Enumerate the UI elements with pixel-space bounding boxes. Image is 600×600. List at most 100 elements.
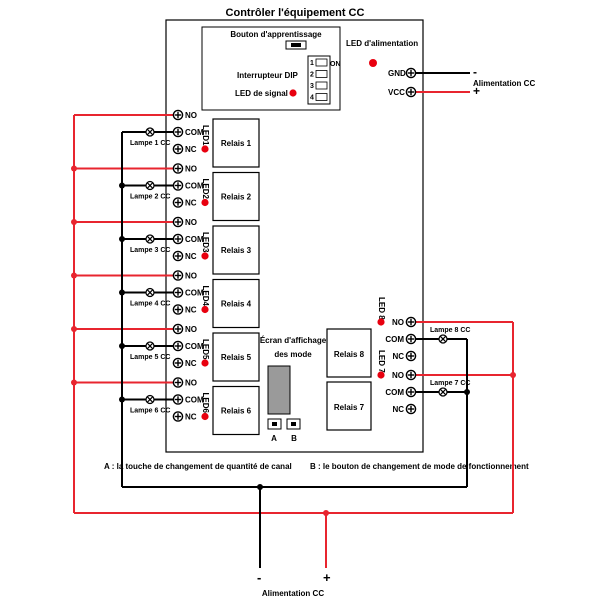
lamp-icon (145, 234, 155, 244)
dip-switch-toggle (315, 70, 328, 78)
caption-a: A : la touche de changement de quantité … (104, 462, 292, 471)
lamp-label: Lampe 4 CC (130, 301, 170, 308)
power-led-label: LED d'alimentation (346, 39, 418, 48)
lamp-icon (145, 180, 155, 191)
diagram-title: Contrôler l'équipement CC (226, 7, 365, 19)
power-led (369, 59, 377, 67)
com-label: COM (185, 342, 204, 351)
com-terminal (405, 333, 417, 345)
nc-label: NC (185, 252, 197, 261)
com-terminal (172, 180, 184, 191)
relay-led (201, 198, 209, 207)
led-label: LED3 (201, 232, 210, 253)
relay-label: Relais 5 (221, 353, 252, 362)
lamp-label: Lampe 2 CC (130, 194, 170, 201)
nc-label: NC (185, 145, 197, 154)
no-label: NO (185, 111, 197, 120)
power-supply-label-right: Alimentation CC (473, 79, 535, 88)
relay-label: Relais 2 (221, 193, 252, 202)
relay-box (326, 328, 372, 378)
power-supply-label-bottom: Alimentation CC (262, 589, 324, 598)
nc-terminal (172, 304, 184, 315)
led-label: LED2 (201, 179, 210, 200)
lamp-icon (145, 127, 155, 137)
nc-label: NC (392, 405, 404, 414)
nc-label: NC (185, 359, 197, 368)
no-label: NO (185, 325, 197, 334)
dip-number: 2 (310, 72, 314, 79)
no-label: NO (185, 165, 197, 174)
no-terminal (172, 377, 184, 388)
learn-button-knob (291, 43, 301, 47)
no-terminal (172, 109, 184, 121)
dip-switch-toggle (315, 58, 328, 67)
relay-led (201, 252, 209, 260)
com-label: COM (385, 335, 404, 344)
com-terminal (172, 287, 184, 298)
no-label: NO (185, 218, 197, 227)
gnd-label: GND (388, 69, 406, 78)
lamp-label: Lampe 3 CC (130, 247, 170, 254)
vcc-label: VCC (388, 88, 405, 97)
no-terminal (405, 369, 417, 381)
signal-led-label: LED de signal (235, 89, 288, 98)
com-label: COM (185, 128, 204, 137)
dip-number: 3 (310, 83, 314, 90)
relay-led (201, 145, 209, 153)
signal-led (289, 89, 297, 97)
lamp-cross-b (146, 182, 154, 189)
lamp-cross-b (439, 388, 447, 396)
dip-on-label: ON (330, 61, 341, 68)
no-label: NO (185, 272, 197, 281)
lamp-cross-b (146, 342, 154, 350)
lamp-cross-b (146, 289, 154, 296)
display-label-line1: Écran d'affichage (260, 336, 327, 345)
lamp-icon (145, 287, 155, 298)
com-label: COM (385, 388, 404, 397)
relay-box (212, 278, 260, 329)
button-b-knob (291, 422, 296, 426)
no-terminal (172, 216, 184, 228)
lamp-label: Lampe 5 CC (130, 354, 170, 361)
no-terminal (172, 323, 184, 335)
lamp-label: Lampe 6 CC (130, 408, 170, 415)
dip-switch-label: Interrupteur DIP (237, 71, 299, 80)
com-label: COM (185, 396, 204, 405)
relay-box (212, 332, 260, 382)
com-label: COM (185, 289, 204, 298)
lamp-cross-b (146, 396, 154, 403)
supply-minus-sign: - (473, 65, 477, 79)
no-label: NO (392, 371, 404, 380)
relay-led (377, 318, 385, 326)
no-terminal (172, 163, 184, 174)
mode-display (267, 365, 291, 415)
button-a-label: A (271, 434, 277, 443)
relay-led (201, 305, 209, 314)
relay-label: Relais 6 (221, 407, 252, 416)
com-label: COM (185, 235, 204, 244)
no-terminal (405, 316, 417, 328)
nc-label: NC (185, 413, 197, 422)
nc-label: NC (392, 352, 404, 361)
relay-label: Relais 7 (334, 403, 365, 412)
com-terminal (172, 340, 184, 352)
dip-switch[interactable] (307, 55, 331, 105)
supply-plus-sign: + (473, 84, 480, 98)
com-terminal (172, 233, 184, 245)
com-terminal (172, 126, 184, 138)
relay-label: Relais 8 (334, 350, 365, 359)
no-terminal (172, 270, 184, 281)
nc-terminal (172, 250, 184, 262)
nc-terminal (405, 350, 417, 362)
